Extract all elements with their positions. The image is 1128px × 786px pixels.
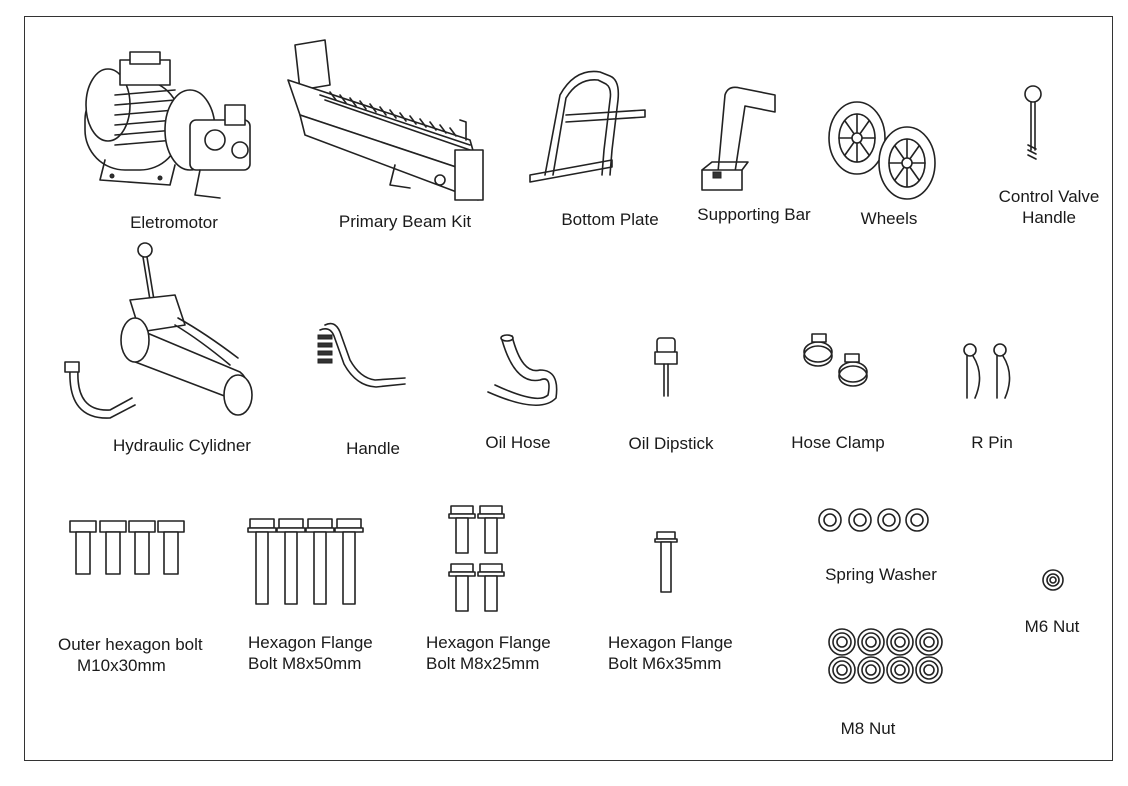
m6-nut-label: M6 Nut [1024, 617, 1080, 636]
control-valve-handle-label-line1: Control Valve [998, 187, 1100, 206]
oil-dipstick-label: Oil Dipstick [628, 434, 714, 453]
m8-nut-label: M8 Nut [840, 719, 896, 738]
wheels-label: Wheels [860, 209, 918, 228]
hexagon-flange-bolt-m6x35-label-line2: Bolt M6x35mm [608, 654, 722, 673]
hexagon-flange-bolt-m8x50-label-line2: Bolt M8x50mm [248, 654, 362, 673]
oil-hose-label: Oil Hose [485, 433, 551, 452]
hexagon-flange-bolt-m8x25-label-line2: Bolt M8x25mm [426, 654, 540, 673]
primary-beam-kit-label: Primary Beam Kit [338, 212, 472, 231]
outer-hexagon-bolt-label-line2: M10x30mm [77, 656, 166, 675]
eletromotor-label: Eletromotor [130, 213, 218, 232]
parts-diagram-frame [24, 16, 1113, 761]
hexagon-flange-bolt-m8x25-label-line1: Hexagon Flange [426, 633, 551, 652]
bottom-plate-label: Bottom Plate [561, 210, 659, 229]
supporting-bar-label: Supporting Bar [697, 205, 811, 224]
hexagon-flange-bolt-m6x35-label-line1: Hexagon Flange [608, 633, 733, 652]
control-valve-handle-label-line2: Handle [1022, 208, 1076, 227]
hose-clamp-label: Hose Clamp [791, 433, 885, 452]
r-pin-label: R Pin [971, 433, 1013, 452]
outer-hexagon-bolt-label-line1: Outer hexagon bolt [58, 635, 203, 654]
spring-washer-label: Spring Washer [825, 565, 937, 584]
hexagon-flange-bolt-m8x50-label-line1: Hexagon Flange [248, 633, 373, 652]
hydraulic-cylinder-label: Hydraulic Cylidner [113, 436, 251, 455]
handle-label: Handle [346, 439, 400, 458]
